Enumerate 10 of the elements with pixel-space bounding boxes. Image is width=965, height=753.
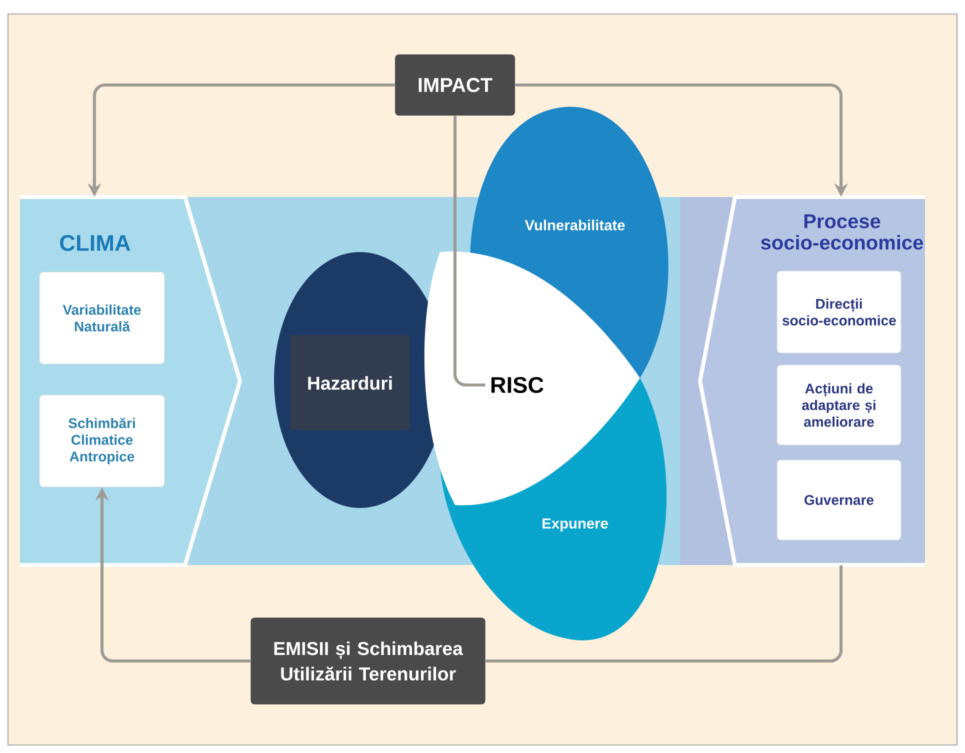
risk-center: RISC <box>424 252 640 505</box>
factor-box: Acțiuni de adaptare și ameliorare <box>776 364 902 446</box>
factor-box: Direcții socio-economice <box>776 270 902 354</box>
emissions-box: EMISII și Schimbarea Utilizării Terenurilor <box>250 618 486 704</box>
factor-box: Variabilitate Naturală <box>39 272 165 364</box>
factor-box: Guvernare <box>776 460 902 540</box>
connector-line <box>486 565 843 663</box>
connector-line <box>453 116 486 387</box>
impact-box: IMPACT <box>395 54 515 116</box>
factor-box: Schimbări Climatice Antropice <box>39 394 165 488</box>
